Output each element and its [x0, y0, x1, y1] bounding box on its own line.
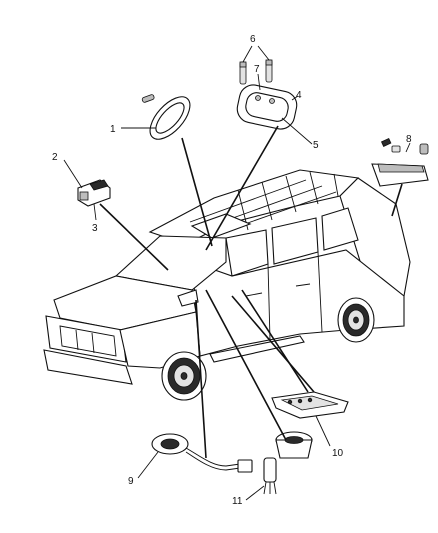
leader-lines — [63, 45, 411, 501]
callout-1: 1 — [110, 124, 116, 135]
callout-11: 11 — [232, 496, 243, 507]
callout-6: 6 — [250, 34, 256, 45]
callout-10: 10 — [332, 448, 344, 459]
cargo-lamp-part-8 — [371, 137, 429, 187]
lamp-socket-part-11 — [263, 431, 313, 495]
dome-lamp-part-1 — [141, 94, 191, 140]
reading-lamp-part-4-5 — [236, 84, 298, 130]
suv-illustration — [43, 169, 411, 401]
callout-9: 9 — [128, 476, 134, 487]
switch-part-2-3 — [77, 179, 111, 207]
callout-2: 2 — [52, 152, 58, 163]
callout-7: 7 — [254, 64, 260, 75]
rear-wheel — [337, 297, 375, 343]
callout-3: 3 — [92, 223, 98, 234]
callout-5: 5 — [313, 140, 319, 151]
front-wheel — [161, 351, 207, 401]
courtesy-lamp-part-10 — [271, 391, 349, 419]
puddle-lamp-part-9 — [151, 433, 253, 473]
callout-8: 8 — [406, 134, 412, 145]
callout-labels: 1 2 3 4 5 6 7 8 9 10 11 — [52, 34, 412, 507]
callout-4: 4 — [296, 90, 302, 101]
